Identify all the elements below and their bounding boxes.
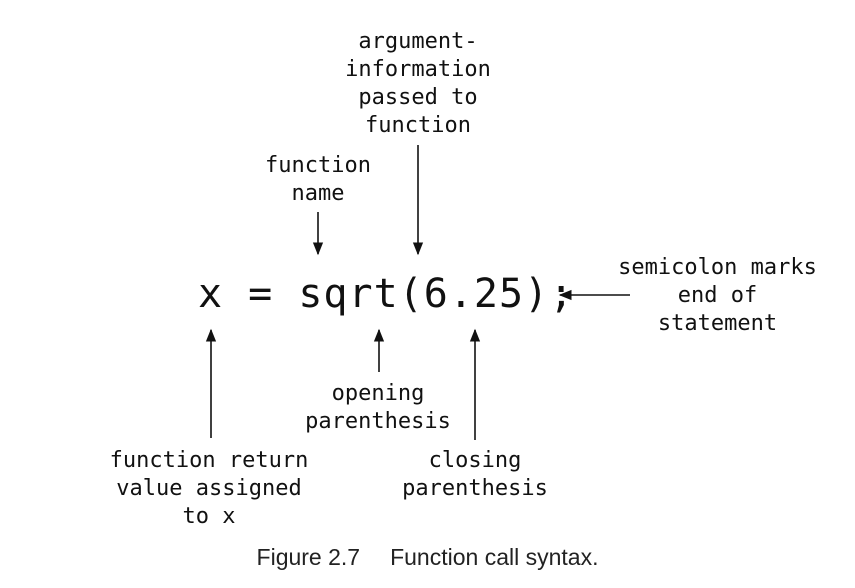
semicolon-label: semicolon marks end of statement: [618, 255, 817, 336]
code-expression: x = sqrt(6.25);: [198, 271, 575, 317]
opening-parenthesis-label: opening parenthesis: [305, 381, 451, 434]
figure-title: Function call syntax.: [390, 544, 599, 570]
figure-caption: Figure 2.7 Function call syntax.: [0, 540, 855, 574]
return-value-label: function return value assigned to x: [109, 448, 309, 529]
figure-number: Figure 2.7: [256, 544, 361, 570]
function-name-label: function name: [265, 153, 371, 206]
closing-parenthesis-label: closing parenthesis: [402, 448, 548, 501]
argument-label: argument- information passed to function: [345, 29, 491, 138]
